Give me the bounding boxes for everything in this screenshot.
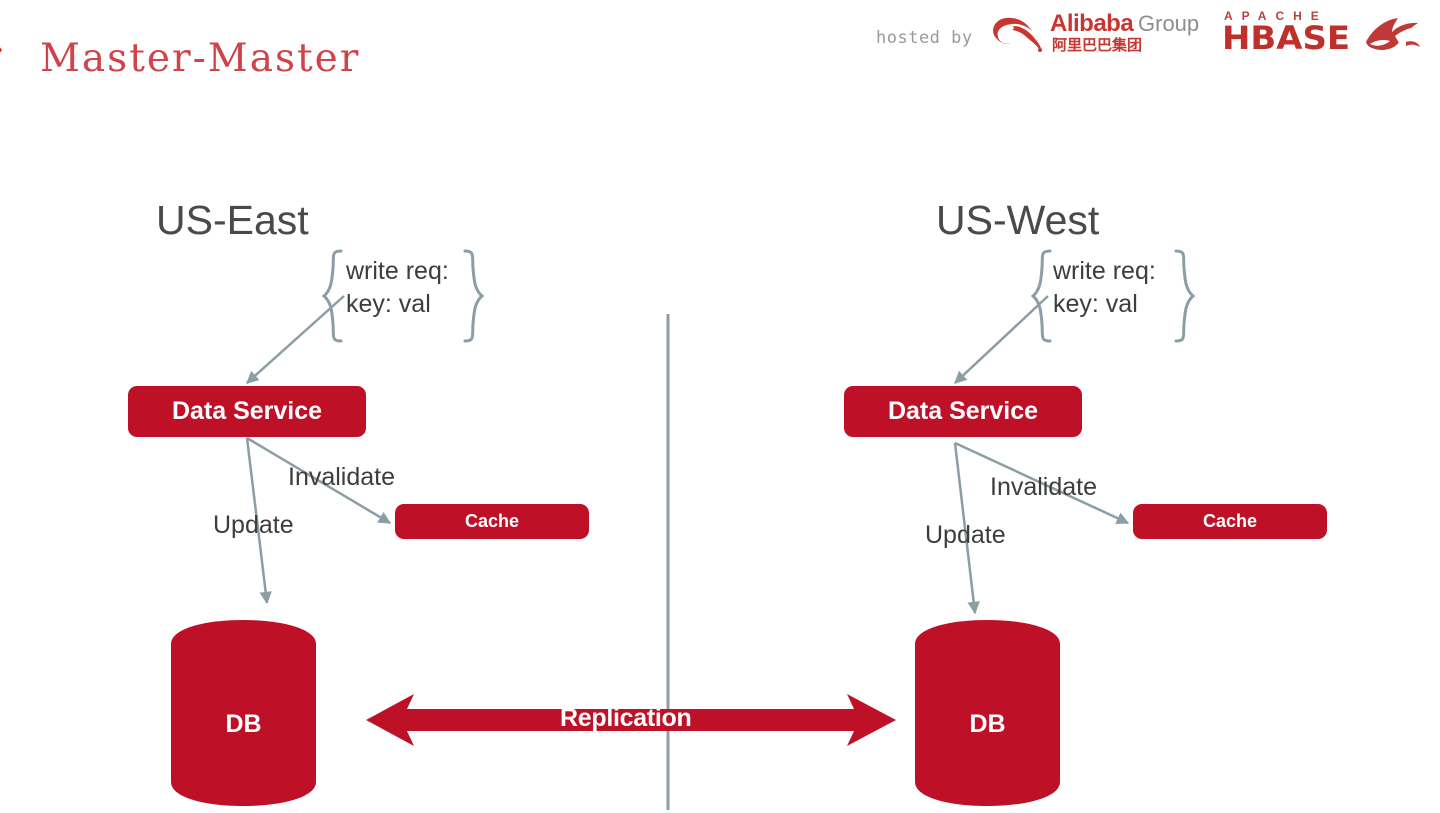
db-label-west: DB xyxy=(969,710,1006,738)
request-note-west: write req: key: val xyxy=(1053,255,1156,321)
request-note-line2: key: val xyxy=(346,290,431,318)
edge-label-update-east: Update xyxy=(213,511,294,539)
edge-label-invalidate-west: Invalidate xyxy=(990,473,1098,501)
arrow-request-to-dataservice-east xyxy=(246,295,345,384)
alibaba-a-mark-icon xyxy=(993,17,1042,52)
node-cache-west[interactable]: Cache xyxy=(1133,504,1327,539)
page-title: Master-Master xyxy=(40,36,361,81)
node-data-service-west[interactable]: Data Service xyxy=(844,386,1082,437)
arrow-dataservice-to-request-east xyxy=(247,294,336,383)
alibaba-chinese-wordmark: 阿里巴巴集团 xyxy=(1052,37,1143,54)
alibaba-group-logo: Alibaba Group 阿里巴巴集团 xyxy=(988,10,1204,54)
replication-label: Replication xyxy=(560,704,692,732)
request-note-line1: write req: xyxy=(346,257,449,285)
alibaba-group-word: Group xyxy=(1138,11,1200,36)
orca-whale-icon xyxy=(1366,18,1420,50)
db-cylinder-icon xyxy=(171,620,316,806)
edge-label-invalidate-east: Invalidate xyxy=(288,463,396,491)
title-chevron-icon xyxy=(0,47,2,53)
request-note-line1: write req: xyxy=(1053,257,1156,285)
request-note-east: write req: key: val xyxy=(346,255,449,321)
slide-header: Master-Master hosted by Alibaba Group 阿里… xyxy=(0,0,1440,100)
db-label-east: DB xyxy=(225,710,262,738)
arrow-request-to-dataservice-west xyxy=(954,295,1049,384)
hbase-wordmark: HBASE xyxy=(1222,19,1351,57)
region-title-us-east: US-East xyxy=(156,197,309,243)
request-note-line2: key: val xyxy=(1053,290,1138,318)
hbase-apache-word: APACHE xyxy=(1224,9,1328,23)
hosted-by-label: hosted by xyxy=(876,28,973,48)
region-title-us-west: US-West xyxy=(936,197,1100,243)
db-cylinder-icon xyxy=(915,620,1060,806)
alibaba-wordmark: Alibaba xyxy=(1050,10,1134,37)
node-data-service-east[interactable]: Data Service xyxy=(128,386,366,437)
edge-label-update-west: Update xyxy=(925,521,1006,549)
node-db-east[interactable]: DB xyxy=(171,618,316,808)
apache-hbase-logo: APACHE HBASE xyxy=(1222,8,1422,58)
node-db-west[interactable]: DB xyxy=(915,618,1060,808)
node-cache-east[interactable]: Cache xyxy=(395,504,589,539)
